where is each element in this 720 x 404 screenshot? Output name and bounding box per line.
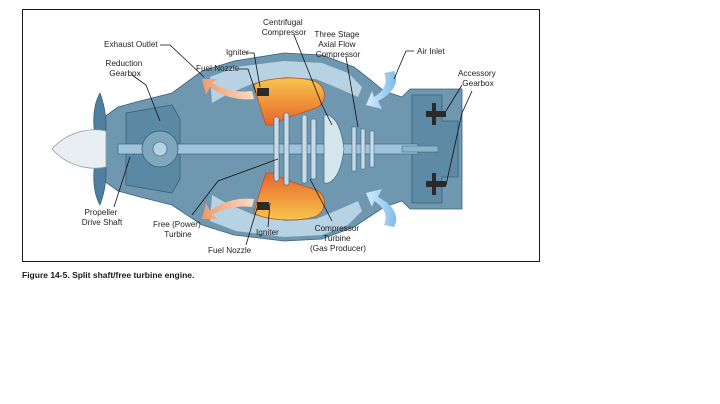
fuel-nozzle-bottom-block: [257, 202, 269, 210]
label-propeller-drive-shaft: Propeller Drive Shaft: [82, 208, 123, 227]
fuel-nozzle-top-block: [257, 88, 269, 96]
leader-accessory-top: [445, 84, 463, 112]
accessory-gear-bottom: [432, 173, 436, 195]
label-air-inlet: Air Inlet: [417, 47, 445, 56]
leader-free-turbine: [191, 158, 279, 216]
upper-duct: [210, 61, 362, 103]
label-fuel-nozzle-top: Fuel Nozzle: [196, 64, 240, 73]
axial-stage-2: [360, 128, 366, 170]
leader-igniter-top: [246, 52, 261, 88]
rotating-discs: [141, 103, 446, 195]
label-fuel-nozzle-bottom: Fuel Nozzle: [208, 246, 252, 255]
leader-fuel-nozzle-bottom: [245, 204, 259, 246]
label-reduction-gearbox: Reduction Gearbox: [105, 59, 144, 78]
diagram-labels: Exhaust Outlet Reduction Gearbox Igniter…: [82, 18, 498, 255]
air-inlet-arrow-icon: [366, 71, 397, 227]
leader-reduction-gearbox: [131, 74, 161, 122]
power-turbine-disc-1: [273, 116, 280, 182]
label-accessory-gearbox: Accessory Gearbox: [458, 69, 498, 88]
leader-exhaust-outlet: [160, 44, 205, 78]
upper-combustion-chamber: [253, 77, 325, 126]
exhaust-arrow-icon: [202, 79, 254, 219]
label-igniter-bottom: Igniter: [256, 228, 279, 237]
rear-shaft: [401, 145, 439, 153]
axial-stage-1: [351, 126, 357, 172]
exhaust-arrow-bottom: [202, 198, 254, 219]
axial-stage-3: [369, 130, 375, 168]
leader-centrifugal: [293, 34, 333, 126]
reduction-gear-hub: [152, 141, 168, 157]
power-turbine-disc-2: [283, 112, 290, 186]
leader-compressor-turbine: [309, 178, 333, 222]
lower-duct: [210, 195, 362, 237]
exhaust-arrow-top: [202, 79, 254, 100]
compressor-turbine-disc-2: [310, 118, 317, 180]
combustion-chambers: [253, 77, 325, 221]
leader-air-inlet: [393, 50, 414, 80]
accessory-gear-top: [432, 103, 436, 125]
inner-ducts: [210, 61, 362, 237]
engine-diagram: Exhaust Outlet Reduction Gearbox Igniter…: [51, 18, 498, 255]
label-centrifugal-compressor: Centrifugal Compressor: [262, 18, 307, 37]
label-three-stage-axial: Three Stage Axial Flow Compressor: [314, 30, 361, 59]
leader-igniter-bottom: [267, 202, 271, 228]
compressor-turbine-disc-1: [301, 114, 308, 184]
lower-combustion-chamber: [253, 172, 325, 221]
leader-three-stage: [345, 56, 359, 128]
leader-prop-shaft: [113, 156, 131, 208]
propeller-spinner: [51, 129, 107, 169]
leader-accessory-bottom: [445, 90, 473, 186]
leader-fuel-nozzle-top: [236, 68, 257, 94]
figure-caption: Figure 14-5. Split shaft/free turbine en…: [22, 270, 195, 280]
label-exhaust-outlet: Exhaust Outlet: [104, 40, 158, 49]
air-inlet-arrow-top: [366, 71, 397, 109]
air-inlet-arrow-bottom: [366, 189, 397, 227]
label-compressor-turbine: Compressor Turbine (Gas Producer): [310, 224, 366, 253]
leader-lines: [113, 34, 473, 246]
propeller-icon: [51, 92, 107, 206]
label-igniter-top: Igniter: [226, 48, 249, 57]
centrifugal-impeller: [323, 114, 345, 184]
label-free-power-turbine: Free (Power) Turbine: [153, 220, 203, 239]
shafts: [117, 143, 439, 155]
